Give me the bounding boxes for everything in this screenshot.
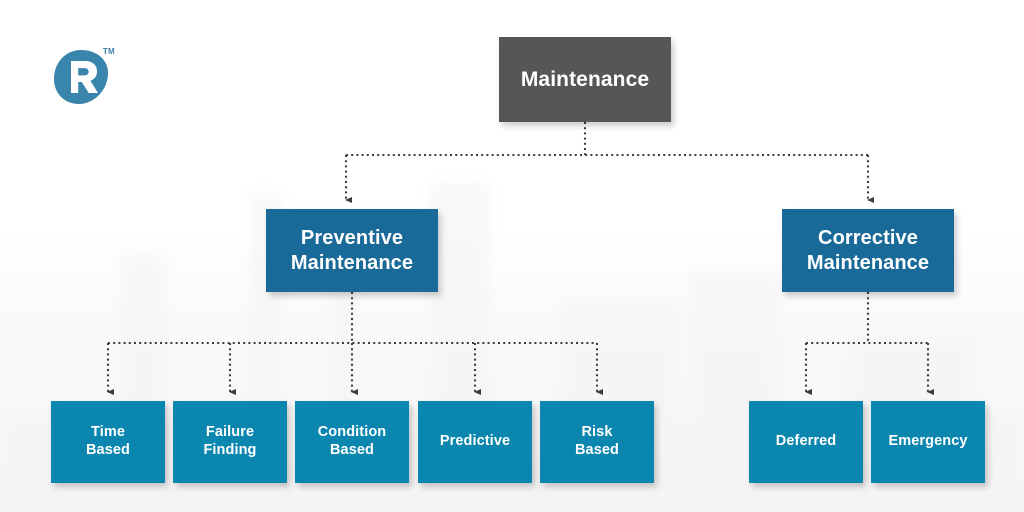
node-predictive-label: Predictive — [439, 433, 511, 450]
node-risk-based[interactable]: Risk Based — [540, 401, 654, 483]
brand-logo: TM — [52, 47, 115, 106]
node-emergency[interactable]: Emergency — [871, 401, 985, 483]
node-corrective-maintenance[interactable]: Corrective Maintenance — [782, 209, 954, 292]
node-preventive-maintenance-label: Preventive Maintenance — [290, 227, 414, 274]
node-corrective-maintenance-label: Corrective Maintenance — [806, 227, 930, 274]
node-failure-finding[interactable]: Failure Finding — [173, 401, 287, 483]
node-preventive-maintenance[interactable]: Preventive Maintenance — [266, 209, 438, 292]
node-deferred-label: Deferred — [775, 433, 837, 450]
node-condition-based-label: Condition Based — [317, 424, 387, 458]
node-emergency-label: Emergency — [888, 433, 968, 450]
node-maintenance[interactable]: Maintenance — [499, 37, 671, 122]
node-predictive[interactable]: Predictive — [418, 401, 532, 483]
node-failure-finding-label: Failure Finding — [203, 424, 257, 458]
node-maintenance-label: Maintenance — [520, 67, 650, 91]
trademark-symbol: TM — [102, 47, 115, 56]
node-risk-based-label: Risk Based — [574, 424, 620, 458]
node-condition-based[interactable]: Condition Based — [295, 401, 409, 483]
node-deferred[interactable]: Deferred — [749, 401, 863, 483]
node-time-based-label: Time Based — [85, 424, 131, 458]
node-time-based[interactable]: Time Based — [51, 401, 165, 483]
